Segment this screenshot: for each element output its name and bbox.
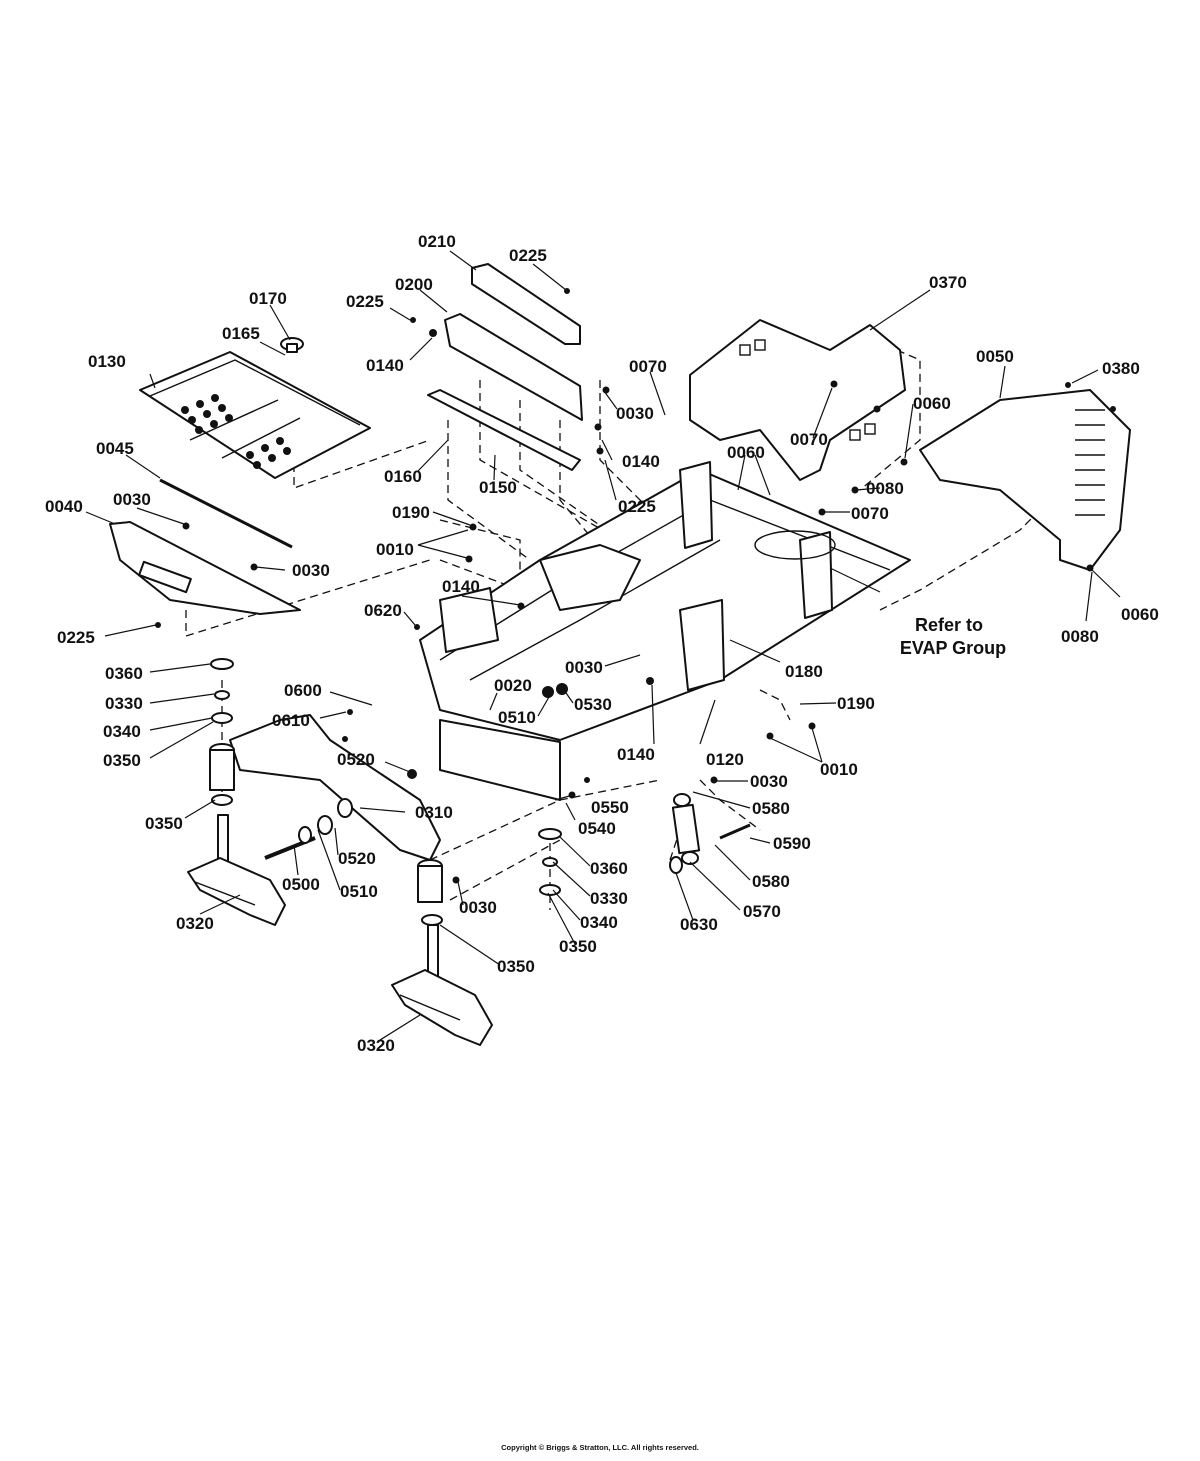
callout-0370: 0370	[929, 273, 967, 292]
callout-0600: 0600	[284, 681, 322, 700]
floor-pan-part	[139, 351, 371, 479]
callout-0190: 0190	[837, 694, 875, 713]
callout-0340: 0340	[103, 722, 141, 741]
callout-0340: 0340	[580, 913, 618, 932]
callout-0030: 0030	[750, 772, 788, 791]
callout-0520: 0520	[337, 750, 375, 769]
callout-0030: 0030	[113, 490, 151, 509]
callout-0620: 0620	[364, 601, 402, 620]
callout-0310: 0310	[415, 803, 453, 822]
callout-labels: 0210 0225 0200 0225 0170 0165 0140 0130 …	[45, 232, 1159, 1055]
callout-0510: 0510	[340, 882, 378, 901]
callout-0020: 0020	[494, 676, 532, 695]
callout-0320: 0320	[357, 1036, 395, 1055]
callout-0030: 0030	[292, 561, 330, 580]
callout-0060: 0060	[727, 443, 765, 462]
callout-0010: 0010	[820, 760, 858, 779]
leader-lines	[85, 250, 1121, 1041]
callout-0210: 0210	[418, 232, 456, 251]
rear-guard-part	[689, 319, 906, 481]
panel-0200-part	[427, 313, 583, 471]
knob-part	[280, 337, 304, 353]
callout-0350: 0350	[103, 751, 141, 770]
reference-note-line-1: Refer to	[915, 615, 983, 635]
callout-0225: 0225	[346, 292, 384, 311]
callout-0320: 0320	[176, 914, 214, 933]
callout-0510: 0510	[498, 708, 536, 727]
main-frame-part	[419, 461, 911, 801]
reference-note-line-2: EVAP Group	[900, 638, 1006, 658]
callout-0070: 0070	[851, 504, 889, 523]
callout-0540: 0540	[578, 819, 616, 838]
callout-0060: 0060	[913, 394, 951, 413]
callout-0570: 0570	[743, 902, 781, 921]
callout-0360: 0360	[105, 664, 143, 683]
callout-0120: 0120	[706, 750, 744, 769]
bracket-0210-part	[471, 263, 581, 345]
callout-0045: 0045	[96, 439, 134, 458]
callout-0140: 0140	[366, 356, 404, 375]
callout-0130: 0130	[88, 352, 126, 371]
shock-absorber-part	[669, 793, 751, 874]
callout-0010: 0010	[376, 540, 414, 559]
bolt-0500-part	[264, 798, 353, 860]
callout-0225: 0225	[509, 246, 547, 265]
callout-0225: 0225	[57, 628, 95, 647]
callout-0590: 0590	[773, 834, 811, 853]
callout-0060: 0060	[1121, 605, 1159, 624]
callout-0190: 0190	[392, 503, 430, 522]
callout-0030: 0030	[565, 658, 603, 677]
callout-0140: 0140	[442, 577, 480, 596]
callout-0030: 0030	[459, 898, 497, 917]
callout-0180: 0180	[785, 662, 823, 681]
callout-0160: 0160	[384, 467, 422, 486]
caster-arm-part	[209, 714, 443, 903]
callout-0610: 0610	[272, 711, 310, 730]
callout-0580: 0580	[752, 799, 790, 818]
callout-0580: 0580	[752, 872, 790, 891]
copyright-footer: Copyright © Briggs & Stratton, LLC. All …	[501, 1443, 699, 1452]
callout-0070: 0070	[629, 357, 667, 376]
callout-0520: 0520	[338, 849, 376, 868]
callout-0080: 0080	[866, 479, 904, 498]
callout-0530: 0530	[574, 695, 612, 714]
callout-0140: 0140	[617, 745, 655, 764]
callout-0380: 0380	[1102, 359, 1140, 378]
callout-0330: 0330	[590, 889, 628, 908]
side-guard-part	[919, 389, 1131, 571]
callout-0070: 0070	[790, 430, 828, 449]
caster-wheel-lower	[391, 924, 493, 1046]
callout-0080: 0080	[1061, 627, 1099, 646]
callout-0630: 0630	[680, 915, 718, 934]
callout-0040: 0040	[45, 497, 83, 516]
reference-note: Refer to EVAP Group	[900, 615, 1006, 658]
callout-0140: 0140	[622, 452, 660, 471]
callout-0200: 0200	[395, 275, 433, 294]
callout-0350: 0350	[145, 814, 183, 833]
callout-0550: 0550	[591, 798, 629, 817]
callout-0350: 0350	[497, 957, 535, 976]
callout-0150: 0150	[479, 478, 517, 497]
callout-0350: 0350	[559, 937, 597, 956]
callout-0225: 0225	[618, 497, 656, 516]
left-bushing-stack	[210, 658, 234, 806]
plate-part	[109, 521, 301, 615]
callout-0500: 0500	[282, 875, 320, 894]
callout-0030: 0030	[616, 404, 654, 423]
callout-0330: 0330	[105, 694, 143, 713]
callout-0170: 0170	[249, 289, 287, 308]
caster-wheel-upper	[187, 814, 286, 926]
callout-0360: 0360	[590, 859, 628, 878]
rod-part	[159, 478, 293, 549]
callout-0050: 0050	[976, 347, 1014, 366]
callout-0165: 0165	[222, 324, 260, 343]
